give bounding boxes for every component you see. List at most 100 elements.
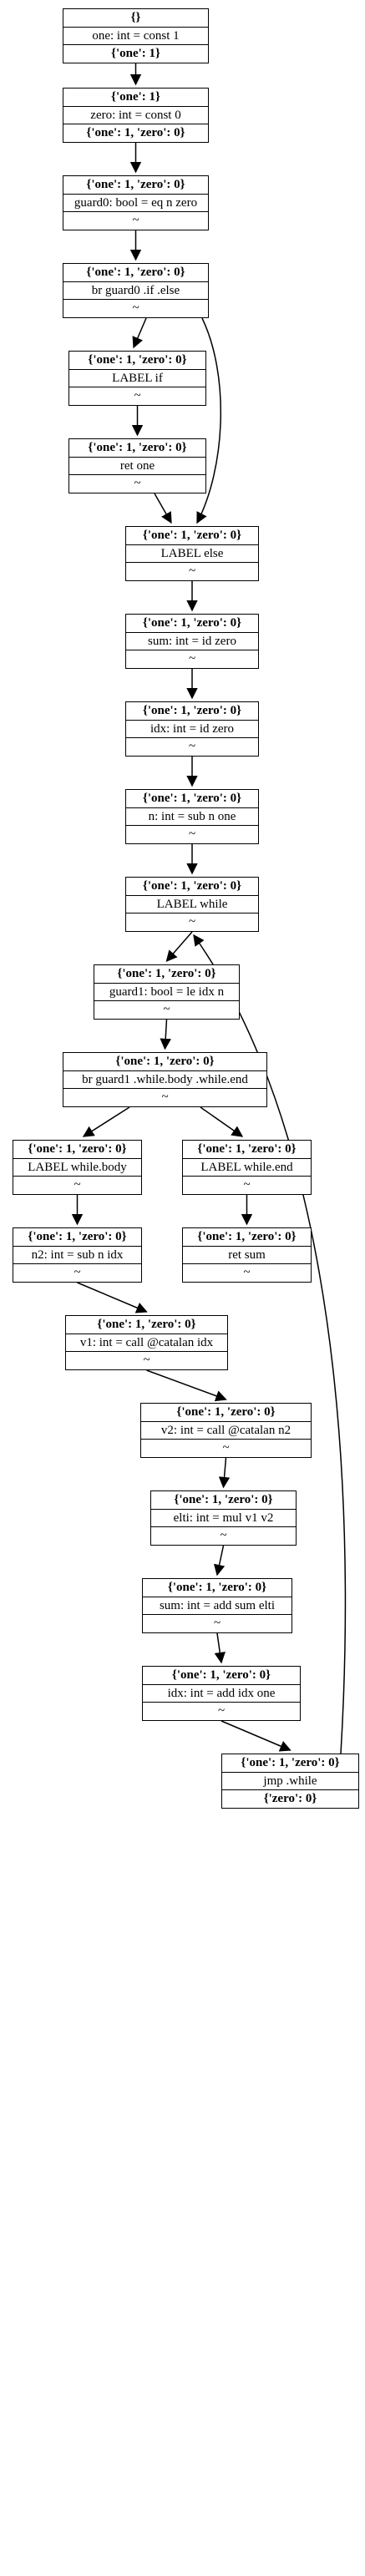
node-out-state: ~ [69,474,205,493]
cfg-node-n21: {'one': 1, 'zero': 0}idx: int = add idx … [142,1666,301,1721]
node-out-state: ~ [126,562,258,580]
node-out-state: ~ [126,737,258,756]
node-in-state: {'one': 1, 'zero': 0} [115,1054,215,1068]
node-out-state: ~ [63,211,208,230]
node-in-state: {'one': 1, 'zero': 0} [171,1668,271,1682]
node-out-state: ~ [126,825,258,843]
edge-n3-n4 [132,317,147,349]
cfg-node-n10: {'one': 1, 'zero': 0}LABEL while~ [125,877,259,932]
node-out-state: ~ [66,1351,227,1369]
cfg-node-n2: {'one': 1, 'zero': 0} guard0: bool = eq n… [63,175,209,230]
cfg-node-n20: {'one': 1, 'zero': 0} sum: int = add sum … [142,1578,292,1633]
node-instruction: idx: int = id zero [126,719,258,738]
node-in-state: {'one': 1, 'zero': 0} [88,352,187,367]
cfg-node-n5: {'one': 1, 'zero': 0}ret one~ [68,438,206,493]
node-out-state: ~ [63,1088,266,1106]
node-instruction: sum: int = add sum elti [143,1596,291,1615]
node-out-state: {'one': 1, 'zero': 0} [63,124,208,142]
node-in-state: {'one': 1, 'zero': 0} [28,1229,127,1243]
node-instruction: jmp .while [222,1771,358,1790]
node-instruction: ret one [69,456,205,475]
node-in-state: {'one': 1, 'zero': 0} [142,615,242,630]
cfg-node-n22: {'one': 1, 'zero': 0} jmp .while{'zero': … [221,1754,359,1809]
node-out-state: ~ [143,1614,291,1632]
node-instruction: LABEL while [126,894,258,913]
edge-n21-n22 [221,1720,291,1752]
node-instruction: v2: int = call @catalan n2 [141,1420,311,1440]
cfg-node-n18: {'one': 1, 'zero': 0}v2: int = call @cat… [140,1403,312,1458]
edge-n5-n6 [154,493,172,524]
cfg-node-n4: {'one': 1, 'zero': 0}LABEL if~ [68,351,206,406]
edge-n20-n21 [214,1632,226,1664]
node-instruction: elti: int = mul v1 v2 [151,1508,296,1527]
node-out-state: ~ [13,1176,141,1194]
edge-n12-n13 [82,1106,130,1137]
edge-n15-n17 [77,1282,148,1313]
cfg-node-n16: {'one': 1, 'zero': 0} ret sum~ [182,1227,312,1283]
cfg-node-n3: {'one': 1, 'zero': 0} br guard0 .if .else… [63,263,209,318]
node-in-state: {'one': 1, 'zero': 0} [197,1141,297,1156]
edge-n22-n10 [193,934,347,1754]
node-instruction: n: int = sub n one [126,807,258,826]
cfg-node-n12: {'one': 1, 'zero': 0}br guard1 .while.bo… [63,1052,267,1107]
node-out-state: ~ [69,387,205,405]
edge-n10-n11 [165,931,193,963]
node-in-state: {'one': 1, 'zero': 0} [97,1317,196,1331]
node-instruction: n2: int = sub n idx [13,1245,141,1264]
cfg-node-n17: {'one': 1, 'zero': 0} v1: int = call @cat… [65,1315,228,1370]
node-in-state: {'one': 1, 'zero': 0} [142,791,242,805]
node-out-state: ~ [141,1439,311,1457]
edge-n3-n6 [196,317,222,524]
cfg-node-n14: {'one': 1, 'zero': 0}LABEL while.end~ [182,1140,312,1195]
node-instruction: LABEL while.end [183,1157,311,1177]
node-instruction: v1: int = call @catalan idx [66,1333,227,1352]
node-instruction: br guard0 .if .else [63,281,208,300]
node-instruction: guard1: bool = le idx n [94,982,239,1001]
node-in-state: {'one': 1, 'zero': 0} [197,1229,297,1243]
edge-n18-n19 [218,1457,231,1489]
node-out-state: ~ [143,1702,300,1720]
node-instruction: guard0: bool = eq n zero [63,193,208,212]
node-in-state: {'one': 1, 'zero': 0} [86,177,185,191]
node-out-state: ~ [63,299,208,317]
node-in-state: {'one': 1, 'zero': 0} [142,528,242,542]
cfg-node-n11: {'one': 1, 'zero': 0} guard1: bool = le i… [94,964,240,1020]
edge-n11-n12 [160,1019,171,1050]
cfg-node-n1: {'one': 1}zero: int = const 0{'one': 1, … [63,88,209,143]
node-in-state: {'one': 1, 'zero': 0} [28,1141,127,1156]
cfg-node-n8: {'one': 1, 'zero': 0} idx: int = id zero~ [125,701,259,757]
node-instruction: sum: int = id zero [126,631,258,650]
cfg-node-n19: {'one': 1, 'zero': 0} elti: int = mul v1 … [150,1490,297,1546]
node-in-state: {} [130,10,141,24]
node-in-state: {'one': 1, 'zero': 0} [142,878,242,893]
node-out-state: ~ [126,913,258,931]
node-out-state: ~ [126,650,258,668]
node-instruction: LABEL if [69,368,205,387]
node-instruction: LABEL else [126,544,258,563]
node-out-state: {'zero': 0} [222,1789,358,1808]
edge-n17-n18 [146,1369,227,1402]
cfg-node-n13: {'one': 1, 'zero': 0}LABEL while.body~ [13,1140,142,1195]
cfg-node-n15: {'one': 1, 'zero': 0} n2: int = sub n idx… [13,1227,142,1283]
cfg-node-n0: {}one: int = const 1{'one': 1} [63,8,209,63]
node-instruction: ret sum [183,1245,311,1264]
node-instruction: one: int = const 1 [63,26,208,45]
cfg-node-n6: {'one': 1, 'zero': 0} LABEL else~ [125,526,259,581]
node-out-state: ~ [183,1263,311,1282]
node-instruction: zero: int = const 0 [63,105,208,124]
node-in-state: {'one': 1, 'zero': 0} [86,265,185,279]
node-in-state: {'one': 1, 'zero': 0} [117,966,216,980]
node-in-state: {'one': 1, 'zero': 0} [167,1580,267,1594]
node-in-state: {'one': 1, 'zero': 0} [174,1492,273,1506]
node-instruction: idx: int = add idx one [143,1683,300,1703]
node-in-state: {'one': 1, 'zero': 0} [241,1755,340,1769]
edge-n19-n20 [213,1545,226,1576]
node-instruction: LABEL while.body [13,1157,141,1177]
node-out-state: ~ [94,1000,239,1019]
node-in-state: {'one': 1, 'zero': 0} [176,1404,276,1419]
node-in-state: {'one': 1, 'zero': 0} [142,703,242,717]
node-out-state: ~ [151,1526,296,1545]
cfg-node-n7: {'one': 1, 'zero': 0}sum: int = id zero~ [125,614,259,669]
